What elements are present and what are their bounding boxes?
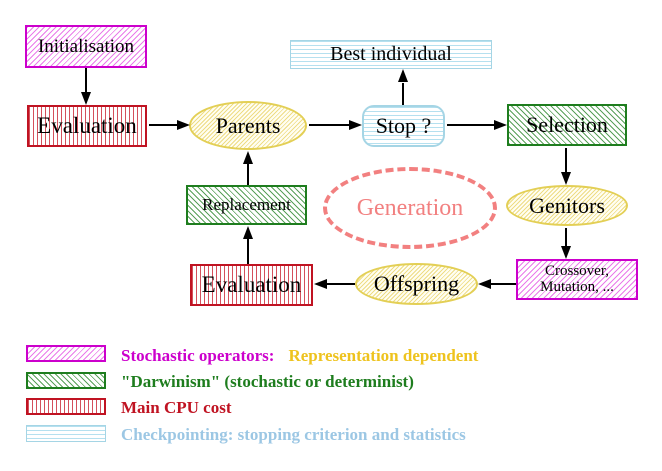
node-selection: Selection: [507, 104, 627, 146]
arrow-eval-to-replacement: [247, 239, 249, 264]
arrow-crossover-to-offspring: [491, 283, 516, 285]
crossover-line1: Crossover,: [545, 262, 609, 279]
legend-label-checkpointing: Checkpointing: stopping criterion and st…: [121, 425, 466, 444]
node-best-individual: Best individual: [290, 40, 492, 69]
legend-label-darwinism: "Darwinism" (stochastic or determinist): [121, 372, 414, 391]
node-evaluation-bottom: Evaluation: [190, 264, 313, 306]
legend-row-darwinism: "Darwinism" (stochastic or determinist): [121, 372, 414, 392]
arrow-head-up-icon: [398, 69, 408, 82]
node-crossover-mutation: Crossover, Mutation, ...: [516, 259, 638, 300]
node-initialisation: Initialisation: [25, 25, 147, 68]
arrow-head-down-icon: [561, 172, 571, 185]
arrow-head-left-icon: [478, 279, 491, 289]
arrow-parents-to-stop: [309, 124, 350, 126]
arrow-head-up-icon: [243, 151, 253, 164]
arrow-head-right-icon: [349, 120, 362, 130]
arrow-head-up-icon: [243, 226, 253, 239]
arrow-head-down-icon: [81, 92, 91, 105]
arrow-genitors-to-crossover: [565, 228, 567, 247]
legend-label-main-cpu-cost: Main CPU cost: [121, 398, 232, 417]
legend-label-representation-dependent: Representation dependent: [288, 346, 479, 365]
arrow-selection-to-genitors: [565, 148, 567, 173]
node-replacement: Replacement: [186, 185, 307, 225]
arrow-init-to-eval: [85, 68, 87, 94]
legend-swatch-stochastic-operators: [26, 345, 106, 362]
arrow-head-down-icon: [561, 246, 571, 259]
arrow-head-right-icon: [494, 120, 507, 130]
arrow-replacement-to-parents: [247, 164, 249, 185]
legend-swatch-cpu-cost: [26, 398, 106, 415]
node-evaluation-top: Evaluation: [27, 105, 147, 147]
arrow-offspring-to-eval: [327, 283, 355, 285]
legend-label-stochastic-operators: Stochastic operators:: [121, 346, 275, 365]
arrow-head-right-icon: [177, 120, 190, 130]
arrow-stop-to-best: [402, 83, 404, 105]
node-genitors: Genitors: [506, 185, 628, 226]
node-parents: Parents: [189, 101, 307, 150]
legend-row-checkpointing: Checkpointing: stopping criterion and st…: [121, 425, 466, 445]
legend-swatch-checkpointing: [26, 425, 106, 442]
generation-loop-ellipse: Generation: [323, 167, 497, 249]
legend-row-cpu-cost: Main CPU cost: [121, 398, 231, 418]
legend-swatch-darwinism: [26, 372, 106, 389]
arrow-stop-to-selection: [447, 124, 495, 126]
legend-row-stochastic: Stochastic operators: Representation depe…: [121, 346, 478, 366]
crossover-line2: Mutation, ...: [540, 278, 614, 295]
arrow-head-left-icon: [314, 279, 327, 289]
arrow-eval-to-parents: [149, 124, 178, 126]
node-stop: Stop ?: [362, 105, 445, 147]
node-offspring: Offspring: [355, 263, 478, 305]
